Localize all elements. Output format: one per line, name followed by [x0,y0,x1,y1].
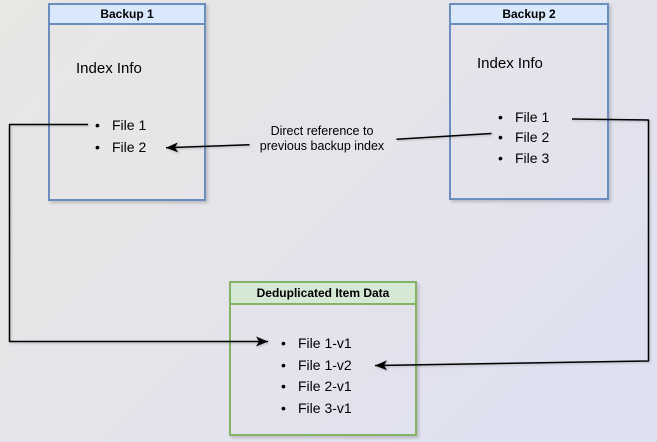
direct-reference-label-line1: Direct reference to [270,124,374,138]
file-label: File 3 [515,149,550,166]
backup1-index-info-label: Index Info [76,60,142,77]
backup2-index-info-label: Index Info [477,55,543,72]
dedup-header-title: Deduplicated Item Data [231,283,415,305]
file-list-item: • File 1-v1 [281,333,352,355]
backup2-header-title: Backup 2 [451,5,607,25]
dedup-file-list: • File 1-v1 • File 1-v2 • File 2-v1 • Fi… [281,333,352,419]
deduplicated-item-data-box: Deduplicated Item Data • File 1-v1 • Fil… [229,281,417,436]
file-list-item: • File 3-v1 [281,398,352,420]
bullet-icon: • [95,138,100,155]
bullet-icon: • [281,335,286,351]
file-label: File 2 [112,138,147,155]
file-label: File 2 [515,129,550,145]
file-list-item: • File 1 [498,107,549,128]
bullet-icon: • [498,129,503,145]
bullet-icon: • [281,399,286,416]
backup1-header-title: Backup 1 [50,5,204,25]
file-label: File 1-v2 [298,356,352,373]
backup2-box: Backup 2 Index Info • File 1 • File 2 • … [449,3,609,200]
bullet-icon: • [498,108,503,125]
backup2-file-list: • File 1 • File 2 • File 3 [498,107,549,169]
file-label: File 3-v1 [298,399,352,416]
file-list-item: • File 2 [498,127,549,148]
backup1-file-list: • File 1 • File 2 [95,115,146,158]
file-label: File 1 [515,108,550,125]
direct-reference-label-line2: previous backup index [259,139,385,153]
backup1-box: Backup 1 Index Info • File 1 • File 2 [48,3,206,201]
file-list-item: • File 1-v2 [281,355,352,377]
file-label: File 2-v1 [298,378,352,394]
file-label: File 1 [112,117,147,133]
bullet-icon: • [95,117,100,133]
file-list-item: • File 2 [95,137,146,159]
file-label: File 1-v1 [298,335,352,351]
file-list-item: • File 2-v1 [281,376,352,398]
bullet-icon: • [281,378,286,394]
direct-reference-label: Direct reference to previous backup inde… [237,124,407,154]
file-list-item: • File 3 [498,148,549,169]
bullet-icon: • [281,356,286,373]
file-list-item: • File 1 [95,115,146,137]
bullet-icon: • [498,149,503,166]
